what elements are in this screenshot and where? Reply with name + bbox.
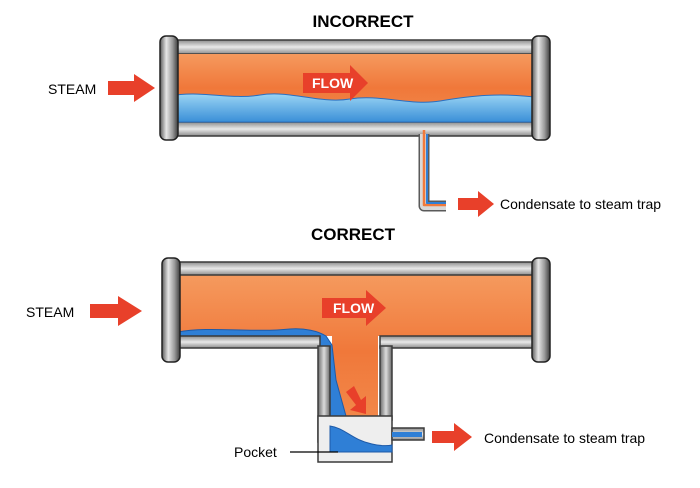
correct-steam-fill <box>178 275 536 428</box>
incorrect-left-flange <box>159 35 179 141</box>
incorrect-drain-steam <box>422 130 446 207</box>
correct-pocket-label: Pocket <box>234 444 277 460</box>
incorrect-condensate-arrow <box>458 191 494 217</box>
incorrect-title: INCORRECT <box>312 12 414 31</box>
correct-title: CORRECT <box>311 225 396 244</box>
incorrect-pipe-top-wall <box>169 39 543 55</box>
correct-condensate-label: Condensate to steam trap <box>484 430 645 446</box>
incorrect-flow-arrow <box>303 65 368 101</box>
incorrect-right-flange <box>531 35 551 141</box>
incorrect-steam-label: STEAM <box>48 81 96 97</box>
correct-pipe-top-wall <box>169 261 545 276</box>
correct-flow-arrow <box>322 290 386 326</box>
correct-condensate-arrow <box>432 423 472 451</box>
incorrect-flow-label: FLOW <box>312 75 354 91</box>
correct-left-flange <box>161 257 181 363</box>
correct-steam-arrow <box>90 296 142 326</box>
incorrect-condensate-layer <box>169 93 543 123</box>
correct-pipe-bottom-wall-left <box>169 335 321 349</box>
incorrect-panel: INCORRECT STEAM FLOW Condensate to steam… <box>48 12 661 217</box>
correct-tee-right-wall <box>379 345 393 421</box>
correct-panel: CORRECT STEAM FLOW Condensat <box>26 225 645 463</box>
correct-drain-condensate <box>392 432 422 437</box>
correct-flow-label: FLOW <box>333 300 375 316</box>
correct-right-flange <box>531 257 551 363</box>
correct-steam-label: STEAM <box>26 304 74 320</box>
correct-pocket-condensate <box>329 425 393 453</box>
incorrect-pipe-bottom-wall <box>169 121 543 137</box>
correct-drain-direction-arrow <box>346 386 366 414</box>
incorrect-condensate-label: Condensate to steam trap <box>500 196 661 212</box>
correct-pipe-bottom-wall-right <box>379 335 545 349</box>
incorrect-steam-arrow <box>108 74 155 102</box>
incorrect-drain-water <box>426 134 446 204</box>
